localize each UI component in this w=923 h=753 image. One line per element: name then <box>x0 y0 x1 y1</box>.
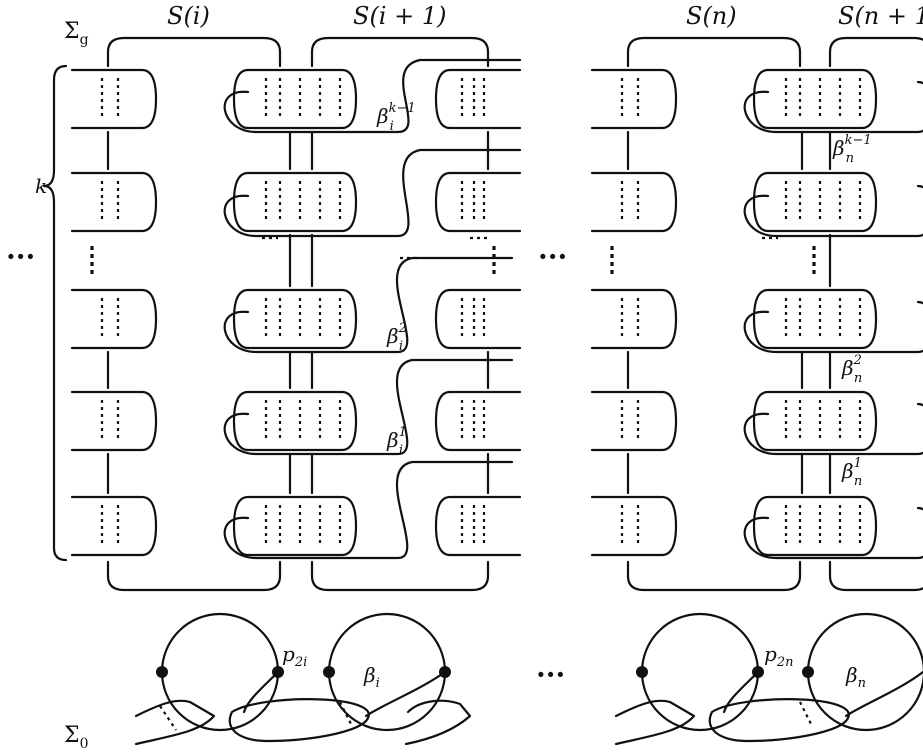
bottom-bracket-0 <box>106 560 282 592</box>
bottom-capsule-n <box>708 698 850 743</box>
point-7 <box>802 666 814 678</box>
beta-n-curve-2 <box>743 300 923 354</box>
sigma-0-label: Σ0 <box>64 723 88 752</box>
point-3 <box>323 666 335 678</box>
capsule-n-2 <box>752 288 878 350</box>
capsule-i-1 <box>232 171 358 233</box>
tube-si1-right-4 <box>434 495 522 557</box>
capsule-i-0 <box>232 68 358 130</box>
section-label-s-n-plus-1: S(n + 1) <box>838 2 923 30</box>
tube-si-left-0 <box>70 68 158 130</box>
p-2i-label: p2i <box>282 642 307 670</box>
bottom-tube-b <box>404 699 472 746</box>
tube-si1-right-1 <box>434 171 522 233</box>
top-bracket-0 <box>106 36 282 68</box>
ellipsis-middle: ··· <box>538 240 567 273</box>
capsule-i-2 <box>232 288 358 350</box>
tube-si-left-4 <box>70 495 158 557</box>
bottom-circle-3 <box>640 612 760 732</box>
bottom-tube-c <box>614 699 696 746</box>
bottom-link-i <box>242 670 280 714</box>
section-label-s-i-plus-1: S(i + 1) <box>353 2 446 30</box>
bottom-beta-n <box>844 670 923 718</box>
bottom-circle-4 <box>806 612 923 732</box>
point-5 <box>636 666 648 678</box>
capsule-i-4 <box>232 495 358 557</box>
bottom-tube-a <box>134 699 216 746</box>
bottom-circle-2 <box>327 612 447 732</box>
ellipsis-bottom: ··· <box>536 658 565 691</box>
beta-n-curve-3 <box>743 402 923 456</box>
beta-i-curve-1 <box>223 148 522 238</box>
bottom-bracket-1 <box>310 560 490 592</box>
tube-sn-left-1 <box>590 171 678 233</box>
tube-si1-right-2 <box>434 288 522 350</box>
tube-sn-left-2 <box>590 288 678 350</box>
sigma-g-label: Σg <box>64 19 89 48</box>
bottom-capsule-i <box>228 698 370 743</box>
tube-si-left-3 <box>70 390 158 452</box>
bottom-bracket-2 <box>626 560 802 592</box>
beta-i-curve-2 <box>223 256 514 354</box>
tube-sn-left-4 <box>590 495 678 557</box>
p-2n-label: p2n <box>764 642 793 670</box>
top-bracket-3 <box>828 36 923 68</box>
bottom-bracket-3 <box>828 560 923 592</box>
capsule-n-4 <box>752 495 878 557</box>
bottom-dots-2 <box>799 701 813 727</box>
tube-si1-right-0 <box>434 68 522 130</box>
tube-si-left-1 <box>70 171 158 233</box>
beta-i-curve-4 <box>223 460 514 560</box>
beta-n-curve-1 <box>743 184 923 238</box>
bottom-dots-0 <box>159 705 177 731</box>
tube-si1-right-3 <box>434 390 522 452</box>
tube-si-left-2 <box>70 288 158 350</box>
bottom-beta-i <box>364 670 447 718</box>
beta-i-curve-0 <box>223 58 522 134</box>
top-bracket-1 <box>310 36 490 68</box>
beta-i-curve-3 <box>223 358 514 456</box>
k-label: k <box>35 174 47 198</box>
beta-n-bottom-label: βn <box>845 663 866 691</box>
tube-sn-left-3 <box>590 390 678 452</box>
bottom-link-n <box>722 670 760 714</box>
top-bracket-2 <box>626 36 802 68</box>
ellipsis-left: ··· <box>6 240 35 273</box>
tube-sn-left-0 <box>590 68 678 130</box>
section-label-s-i: S(i) <box>167 2 210 30</box>
bottom-circle-1 <box>160 612 280 732</box>
capsule-n-1 <box>752 171 878 233</box>
capsule-n-3 <box>752 390 878 452</box>
beta-n-curve-0 <box>743 80 923 134</box>
beta-n-curve-4 <box>743 506 923 560</box>
k-brace <box>42 64 68 562</box>
capsule-n-0 <box>752 68 878 130</box>
beta-i-bottom-label: βi <box>363 663 380 691</box>
capsule-i-3 <box>232 390 358 452</box>
section-label-s-n: S(n) <box>686 2 737 30</box>
bottom-dots-1 <box>339 701 353 727</box>
point-1 <box>156 666 168 678</box>
